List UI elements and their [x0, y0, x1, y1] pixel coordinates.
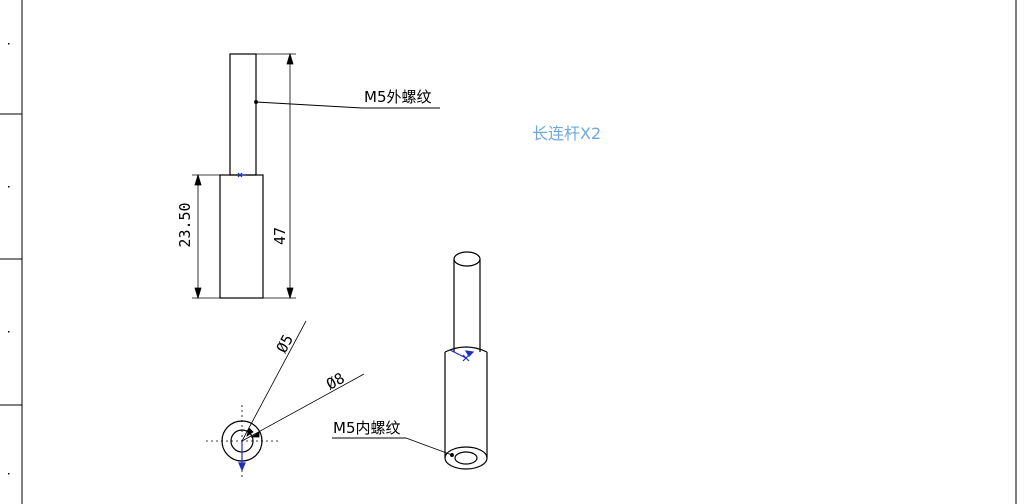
thick-length-label: 23.50 [176, 202, 194, 247]
bottom-inner-ellipse [454, 451, 478, 465]
border-tick-marks [8, 43, 10, 475]
thin-rod-top [453, 251, 481, 267]
total-length-dimension [256, 52, 296, 300]
thick-section [219, 174, 264, 299]
external-thread-note: M5外螺纹 [364, 88, 432, 106]
front-view-marker [237, 172, 246, 178]
thick-body-top-edge [444, 346, 488, 353]
end-view-marker [238, 441, 246, 472]
isometric-view [444, 251, 488, 470]
part-title: 长连杆X2 [532, 124, 601, 143]
isometric-marker [449, 349, 475, 362]
internal-thread-note: M5内螺纹 [333, 419, 401, 437]
thin-threaded-section [229, 53, 257, 176]
outer-diameter-label: Ø8 [323, 369, 348, 394]
bottom-outer-ellipse [444, 446, 488, 470]
diameter-leaders [241, 320, 365, 442]
inner-diameter-label: Ø5 [273, 331, 297, 355]
thick-length-dimension [192, 173, 220, 300]
external-thread-leader [254, 100, 440, 109]
total-length-label: 47 [271, 227, 289, 245]
internal-thread-leader [332, 437, 454, 457]
